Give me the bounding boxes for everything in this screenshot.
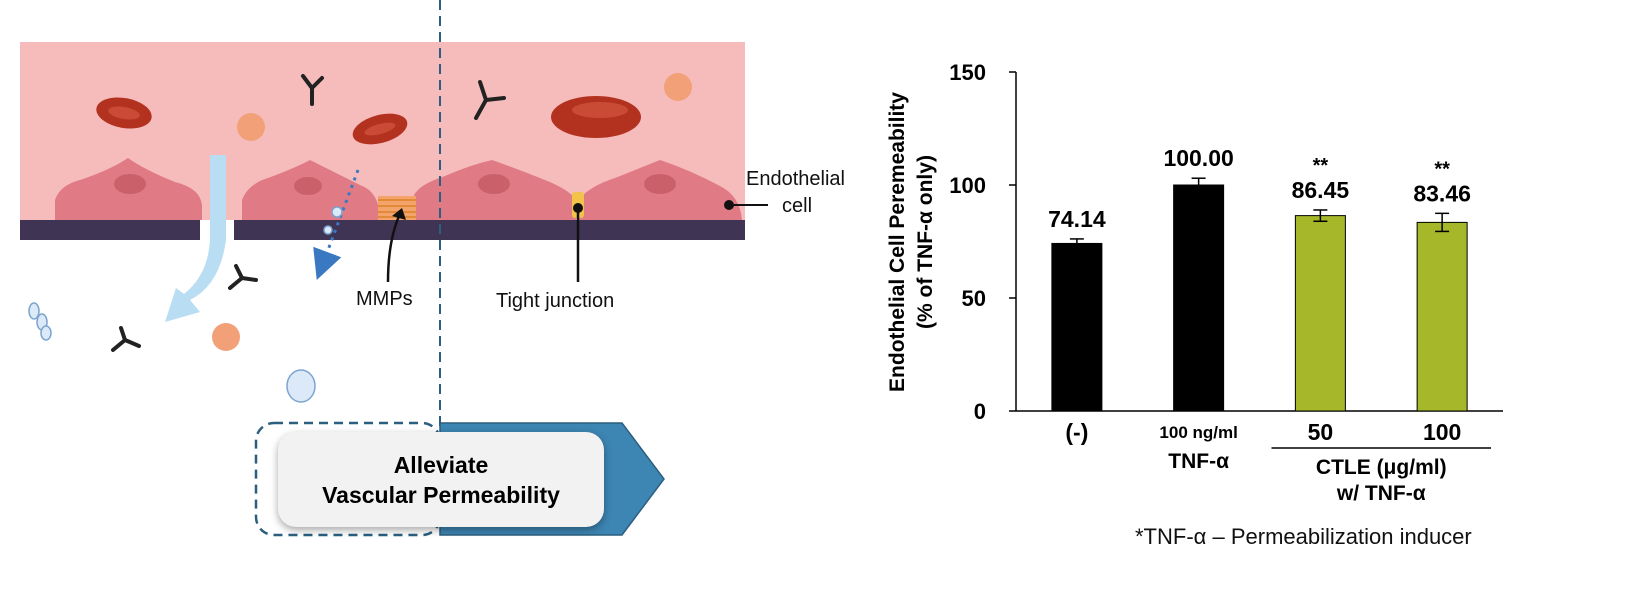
y-tick-label: 50 <box>962 286 986 311</box>
endothelial-pointer <box>724 200 768 210</box>
x-tick-label: 100 <box>1423 419 1461 445</box>
endothelial-cells <box>55 158 742 220</box>
bar <box>1173 184 1225 412</box>
data-label: 100.00 <box>1163 145 1233 171</box>
significance-marker: ** <box>1434 158 1450 180</box>
paracellular-transport-arrow <box>313 169 360 281</box>
basement-membrane-left <box>20 220 200 240</box>
x-tick-label: 100 ng/ml <box>1159 423 1237 442</box>
data-label: 83.46 <box>1413 180 1471 206</box>
callout-box: Alleviate Vascular Permeability <box>278 432 604 527</box>
group-label-tnf: TNF-α <box>1168 450 1229 473</box>
footnote: *TNF-α – Permeabilization inducer <box>1135 524 1472 549</box>
tight-junction-marker <box>572 192 584 282</box>
y-axis-title-line-2: (% of TNF-α only) <box>914 155 937 329</box>
group-label-ctle-sub: w/ TNF-α <box>1336 482 1426 505</box>
mmps-pointer <box>386 213 402 283</box>
bar <box>1294 215 1346 412</box>
label-tight-junction: Tight junction <box>496 290 615 312</box>
label-endothelial-1: Endothelial <box>746 168 845 190</box>
permeability-illustration <box>20 0 768 537</box>
bar <box>1416 221 1468 412</box>
particle-icons <box>28 206 343 403</box>
basement-membrane-right <box>234 220 745 240</box>
significance-marker: ** <box>1313 155 1329 177</box>
y-tick-label: 0 <box>974 399 986 424</box>
x-tick-label: (-) <box>1065 419 1088 445</box>
y-axis-title-line-1: Endothelial Cell Peremeability <box>886 92 909 392</box>
label-mmps: MMPs <box>356 288 413 310</box>
callout-line-2: Vascular Permeability <box>322 481 560 508</box>
bar <box>1051 242 1103 412</box>
y-axis-title: Endothelial Cell Peremeability(% of TNF-… <box>886 92 937 392</box>
group-label-ctle: CTLE (μg/ml) <box>1316 456 1447 479</box>
protein-clusters <box>212 73 692 351</box>
y-tick-label: 150 <box>949 60 986 85</box>
data-label: 86.45 <box>1292 177 1350 203</box>
data-label: 74.14 <box>1048 206 1106 232</box>
x-tick-label: 50 <box>1308 419 1334 445</box>
callout-line-1: Alleviate <box>393 451 489 478</box>
red-blood-cells <box>96 96 641 145</box>
label-endothelial-2: cell <box>782 195 813 217</box>
y-tick-label: 100 <box>949 173 986 198</box>
leakage-arrow <box>165 155 226 322</box>
antibody-icons <box>111 74 506 352</box>
